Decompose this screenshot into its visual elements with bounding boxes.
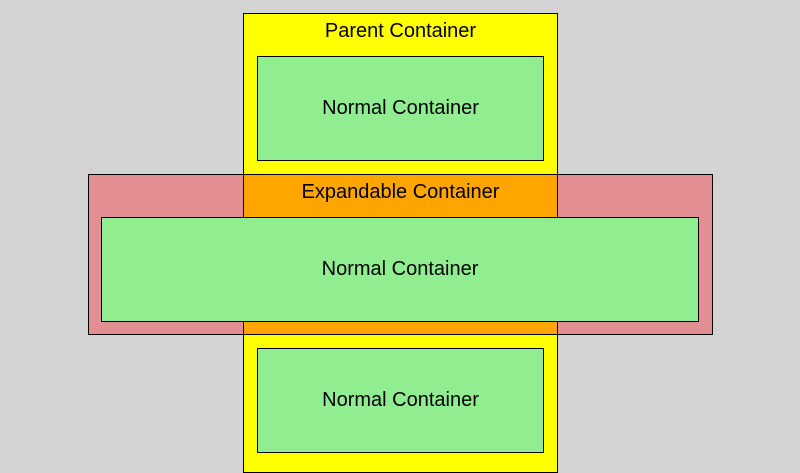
expandable-container-label: Expandable Container	[301, 181, 500, 203]
normal-container-label: Normal Container	[321, 258, 479, 280]
normal-container-bottom: Normal Container	[257, 348, 544, 453]
normal-container-middle: Normal Container	[101, 217, 699, 322]
normal-container-top: Normal Container	[257, 56, 544, 161]
normal-container-label: Normal Container	[322, 97, 479, 119]
parent-container-label: Parent Container	[324, 20, 477, 42]
normal-container-label: Normal Container	[322, 389, 479, 411]
